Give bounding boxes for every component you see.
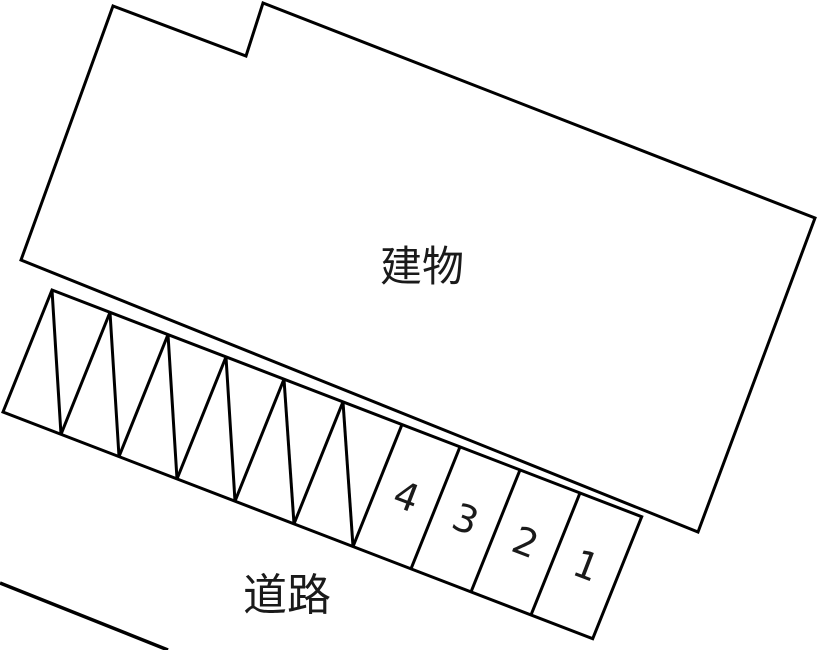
stall-cross-line (282, 379, 296, 524)
road-edge-line (0, 581, 169, 650)
road-label: 道路 (243, 570, 331, 621)
stall-lines (50, 289, 582, 616)
stall-boundary-line (59, 311, 112, 435)
stall-boundary-line (233, 378, 286, 502)
stall-boundary-line (175, 356, 228, 480)
stall-cross-line (166, 334, 179, 479)
stall-cross-line (50, 289, 63, 435)
building: 建物 (19, 1, 817, 534)
stall-number: 2 (506, 518, 544, 568)
stall-cross-line (224, 356, 237, 502)
stall-boundary-line (529, 492, 582, 616)
parking-strip-outline (1, 288, 644, 641)
building-outline (19, 1, 817, 534)
stall-boundary-line (469, 469, 522, 593)
stall-boundary-line (409, 446, 462, 570)
stall-cross-line (108, 312, 121, 457)
stall-boundary-line (351, 423, 404, 548)
stall-boundary-line (117, 334, 170, 458)
building-label: 建物 (380, 242, 464, 291)
stall-number: 1 (567, 541, 605, 591)
stall-boundary-line (292, 401, 345, 525)
stall-number: 3 (446, 495, 484, 545)
stall-number: 4 (387, 472, 425, 522)
road: 道路 (0, 570, 331, 650)
stall-cross-line (341, 401, 355, 547)
